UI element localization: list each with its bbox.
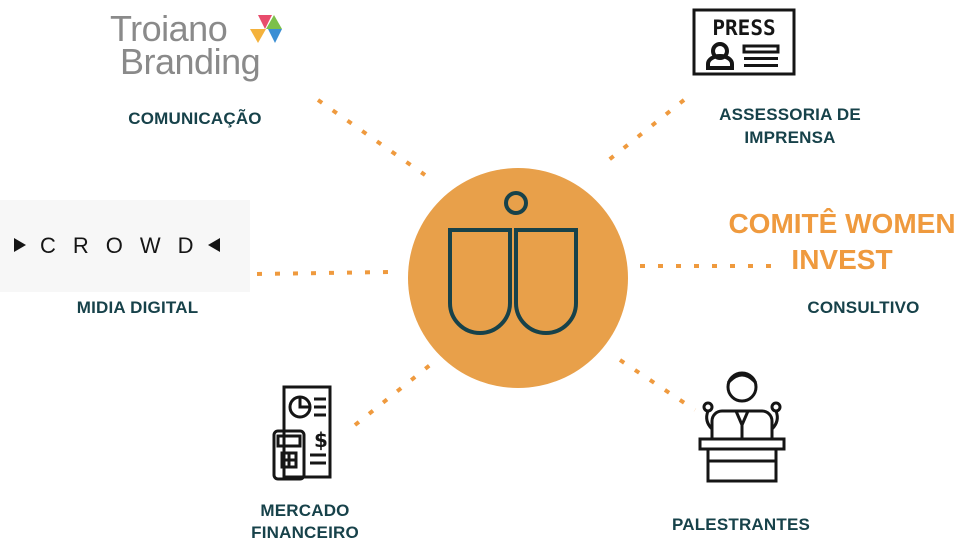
troiano-branding-logo-line2: Branding bbox=[120, 41, 261, 82]
connector-midia bbox=[256, 270, 391, 276]
label-palestrantes: PALESTRANTES bbox=[671, 515, 811, 534]
comite-women-invest-line1: COMITÊ WOMEN bbox=[728, 208, 956, 239]
center-logo bbox=[408, 168, 628, 388]
label-assessoria-line2: IMPRENSA bbox=[744, 128, 836, 147]
svg-text:$: $ bbox=[314, 428, 328, 452]
connector-assessoria bbox=[603, 98, 686, 165]
play-right-icon bbox=[14, 238, 26, 252]
womens-invest-logo-icon bbox=[408, 168, 628, 388]
label-midia-digital: MIDIA DIGITAL bbox=[76, 298, 199, 317]
troiano-mark-icon bbox=[250, 15, 282, 43]
label-mercado-line2: FINANCEIRO bbox=[251, 523, 359, 542]
press-badge-icon: PRESS bbox=[692, 8, 796, 76]
label-comunicacao: COMUNICAÇÃO bbox=[128, 109, 262, 128]
connector-comunicacao bbox=[316, 98, 427, 177]
label-consultivo: CONSULTIVO bbox=[807, 298, 920, 317]
press-text: PRESS bbox=[712, 16, 776, 40]
play-left-icon bbox=[208, 238, 220, 252]
troiano-branding-logo-line1: Troiano bbox=[110, 8, 228, 49]
label-assessoria-line1: ASSESSORIA DE bbox=[719, 105, 861, 124]
label-mercado-line1: MERCADO bbox=[260, 501, 350, 520]
crowd-logo-text: CROWD bbox=[40, 233, 211, 258]
financial-report-icon: $ bbox=[270, 385, 345, 485]
speaker-podium-icon bbox=[690, 365, 790, 487]
comite-women-invest-line2: INVEST bbox=[791, 244, 893, 275]
crowd-logo-background bbox=[0, 200, 250, 292]
connector-palestrantes bbox=[618, 358, 697, 412]
